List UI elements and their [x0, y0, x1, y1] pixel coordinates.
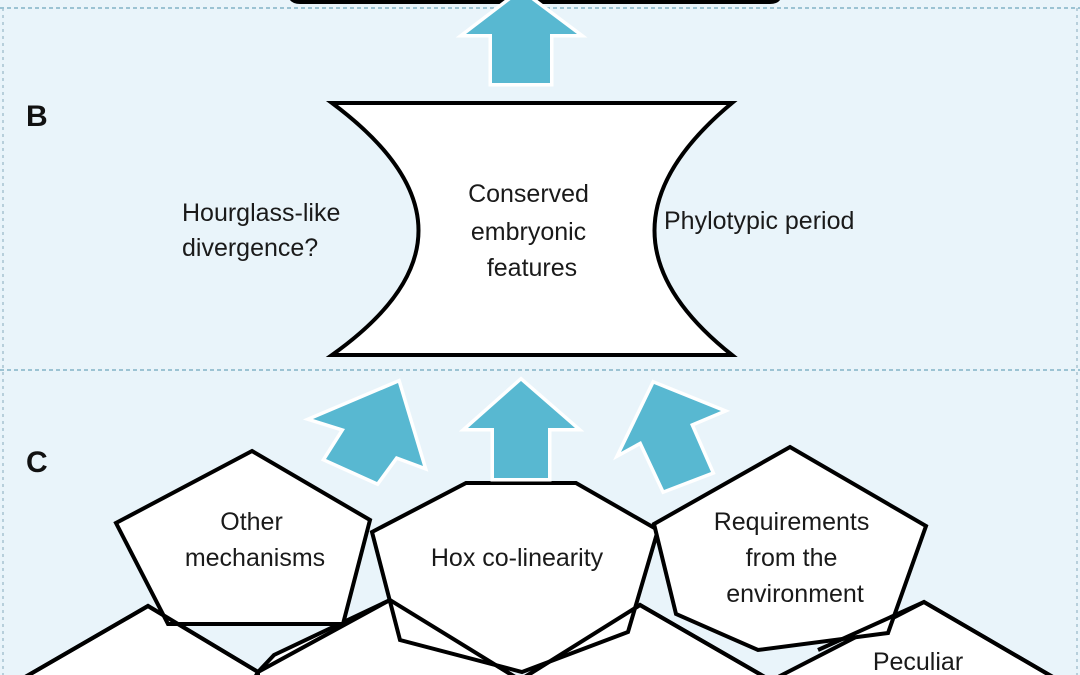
arrow-up-center — [458, 376, 585, 482]
hourglass-shape — [325, 101, 738, 357]
panel-label-b: B — [26, 100, 48, 133]
mechanism-label-other: Other mechanisms — [185, 508, 325, 572]
mechanism-label-hox: Hox co-linearity — [431, 544, 604, 572]
phylotypic-period-label: Phylotypic period — [664, 207, 854, 235]
base-edge-3 — [524, 602, 766, 675]
mechanism-pentagon-hox — [369, 481, 661, 675]
hourglass-left-text: Hourglass-like divergence? — [182, 199, 347, 262]
mechanism-pentagon-environment — [651, 444, 929, 653]
base-edge-1 — [24, 603, 260, 675]
arrow-up-top — [455, 0, 588, 87]
base-edge-2 — [257, 597, 516, 675]
panel-label-c: C — [26, 446, 48, 479]
mechanism-pentagon-other — [113, 448, 373, 626]
mechanism-label-peculiar: Peculiar — [873, 648, 963, 675]
arrow-up-right — [613, 379, 731, 495]
mechanism-label-environment: Requirements from the environment — [714, 508, 877, 608]
arrow-up-left — [302, 378, 429, 487]
base-edge-4 — [817, 599, 1054, 675]
hourglass-center-text: Conserved embryonic features — [468, 180, 596, 282]
